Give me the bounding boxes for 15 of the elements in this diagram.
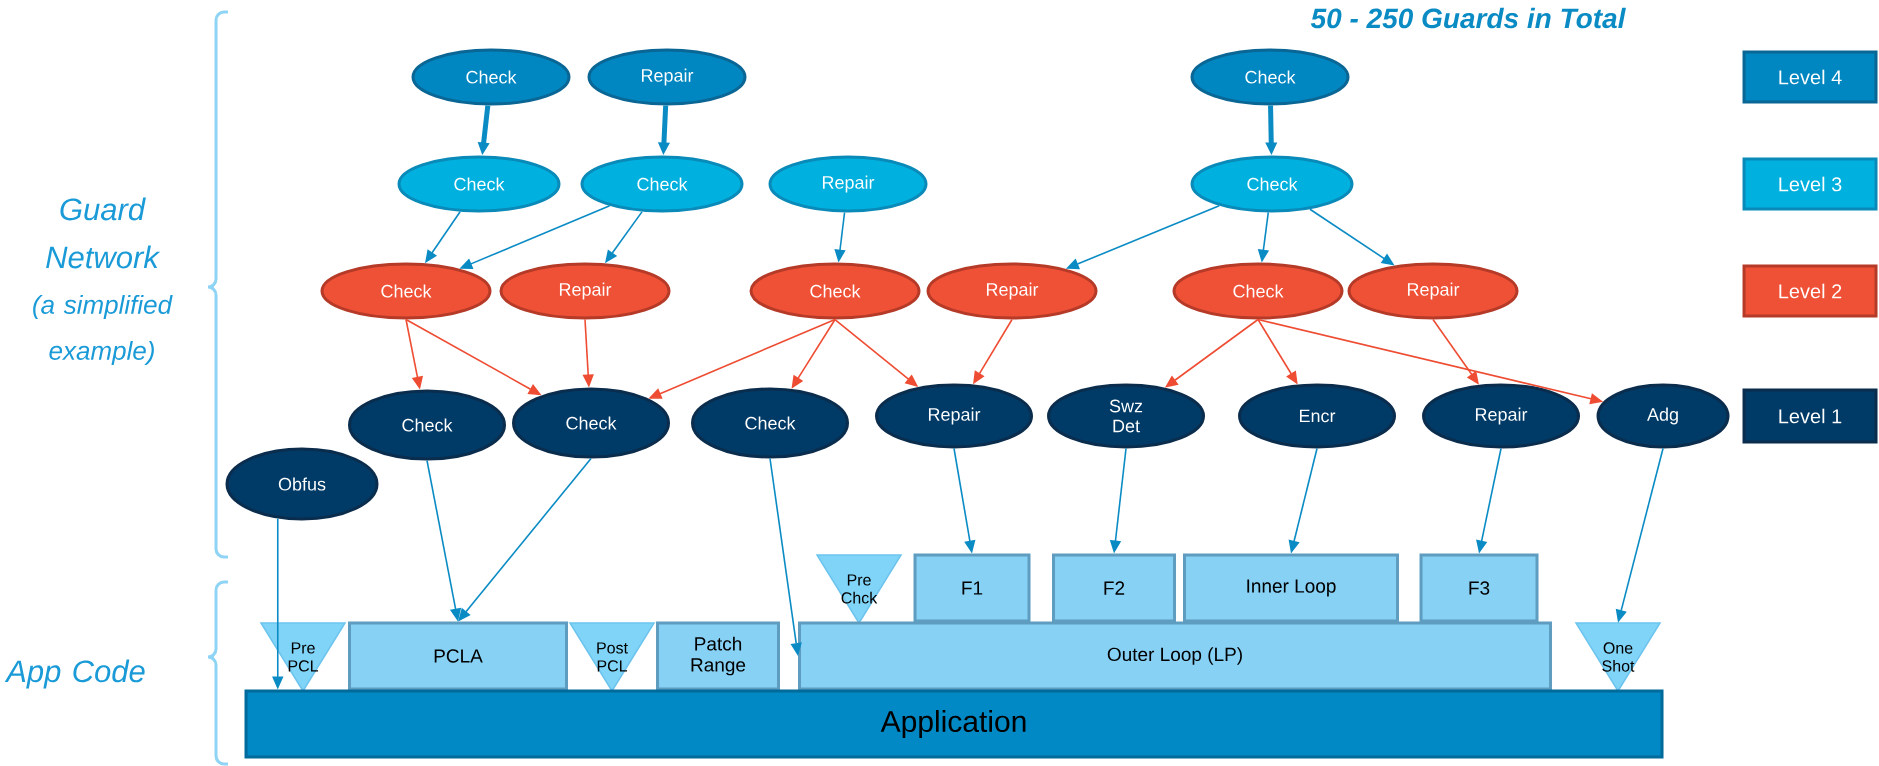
code-block: F3 (1419, 553, 1539, 623)
code-block: F2 (1052, 553, 1176, 623)
side-label: Guard Network (46, 197, 161, 269)
code-block: Inner Loop (1183, 553, 1399, 623)
level-box: Level 1 (1742, 388, 1878, 444)
level-box: Level 4 (1742, 50, 1878, 104)
code-block: Patch Range (656, 621, 780, 691)
application-bar: Application (244, 689, 1664, 759)
side-label: App Code (4, 659, 145, 689)
code-block: PCLA (348, 621, 568, 691)
level-box: Level 3 (1742, 157, 1878, 211)
heading: 50 - 250 Guards in Total (1310, 7, 1626, 29)
code-block: F1 (913, 553, 1031, 623)
side-label: (a simplified example) (33, 294, 173, 366)
level-box: Level 2 (1742, 264, 1878, 318)
